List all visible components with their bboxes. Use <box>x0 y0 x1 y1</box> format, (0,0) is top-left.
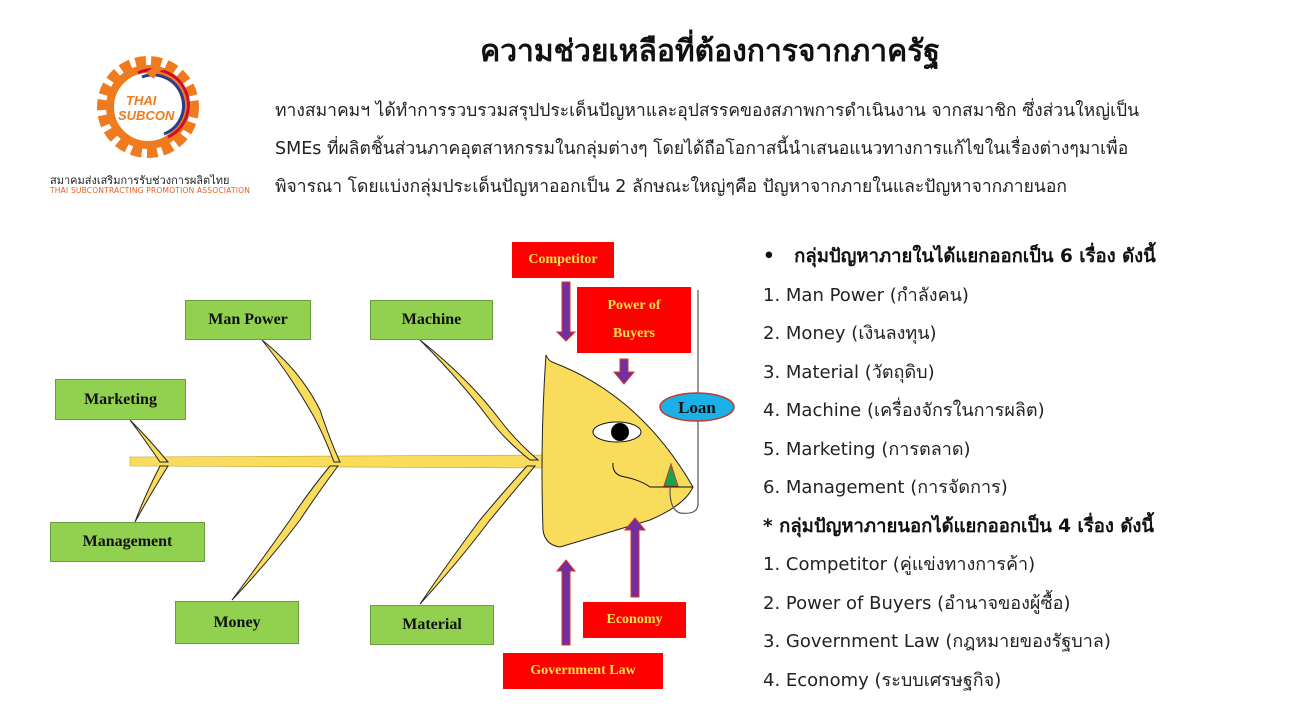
fish-mouth <box>612 462 693 488</box>
bone-label-man-power: Man Power <box>185 300 311 340</box>
bone-man-power <box>261 339 341 463</box>
list-item: 1. Competitor (คู่แข่งทางการค้า) <box>763 554 1036 575</box>
bone-material <box>419 465 537 605</box>
arrow-up-icon <box>623 517 647 598</box>
bone-money <box>231 465 339 601</box>
list-item: 2. Money (เงินลงทุน) <box>763 323 937 344</box>
factor-power-of-buyers-line: Power of <box>607 298 661 313</box>
fish-head <box>541 354 694 548</box>
intro-line: พิจารณา โดยแบ่งกลุ่มประเด็นปัญหาออกเป็น … <box>275 177 1067 197</box>
list-item: 2. Power of Buyers (อำนาจของผู้ซื้อ) <box>763 592 1071 614</box>
logo-name-thai: สมาคมส่งเสริมการรับช่วงการผลิตไทย <box>50 174 230 187</box>
factor-power-of-buyers: Power of Buyers <box>577 287 691 353</box>
arrow-down-icon <box>555 281 577 342</box>
list-item: 4. Economy (ระบบเศรษฐกิจ) <box>763 669 1002 691</box>
svg-text:SUBCON: SUBCON <box>118 108 175 123</box>
loan-badge: Loan <box>659 392 735 422</box>
external-heading: * กลุ่มปัญหาภายนอกได้แยกออกเป็น 4 เรื่อง… <box>763 515 1155 537</box>
bone-label-management: Management <box>50 522 205 562</box>
gear-logo-icon: THAI SUBCON <box>97 56 199 158</box>
problem-list: • กลุ่มปัญหาภายในได้แยกออกเป็น 6 เรื่อง … <box>763 238 1283 700</box>
bullet-icon: • <box>763 246 795 267</box>
loan-label: Loan <box>678 398 716 417</box>
intro-line: SMEs ที่ผลิตชิ้นส่วนภาคอุตสาหกรรมในกลุ่ม… <box>275 139 1129 159</box>
factor-power-of-buyers-line: Buyers <box>613 326 655 341</box>
list-item: 4. Machine (เครื่องจักรในการผลิต) <box>763 400 1045 421</box>
factor-competitor: Competitor <box>512 242 614 278</box>
thai-subcon-logo: THAI SUBCON <box>40 55 260 200</box>
factor-government-law: Government Law <box>503 653 663 689</box>
bone-machine <box>419 339 540 461</box>
intro-paragraph: ทางสมาคมฯ ได้ทำการรวบรวมสรุปประเด็นปัญหา… <box>275 92 1265 206</box>
list-item: 1. Man Power (กำลังคน) <box>763 284 969 306</box>
page-title: ความช่วยเหลือที่ต้องการจากภาครัฐ <box>480 34 940 69</box>
fishbone-diagram: Loan <box>129 281 735 646</box>
logo-name-english: THAI SUBCONTRACTING PROMOTION ASSOCIATIO… <box>50 186 251 195</box>
internal-heading-text: กลุ่มปัญหาภายในได้แยกออกเป็น 6 เรื่อง ดั… <box>794 246 1156 267</box>
bone-marketing <box>129 419 170 463</box>
bone-label-material: Material <box>370 605 494 645</box>
bone-label-money: Money <box>175 601 299 644</box>
intro-line: ทางสมาคมฯ ได้ทำการรวบรวมสรุปประเด็นปัญหา… <box>275 101 1140 121</box>
fish-pupil <box>611 423 629 441</box>
bone-label-machine: Machine <box>370 300 493 340</box>
hook-icon <box>663 462 679 487</box>
fishing-line <box>669 290 699 514</box>
bone-label-marketing: Marketing <box>55 379 186 420</box>
factor-economy: Economy <box>583 602 686 638</box>
list-item: 6. Management (การจัดการ) <box>763 477 1008 498</box>
bone-management <box>134 465 169 523</box>
list-item: 3. Government Law (กฎหมายของรัฐบาล) <box>763 631 1111 652</box>
svg-text:THAI: THAI <box>126 93 157 108</box>
internal-heading: • กลุ่มปัญหาภายในได้แยกออกเป็น 6 เรื่อง … <box>763 238 1283 277</box>
arrow-up-icon <box>555 559 577 646</box>
list-item: 3. Material (วัตถุดิบ) <box>763 361 935 383</box>
list-item: 5. Marketing (การตลาด) <box>763 438 971 460</box>
arrow-down-icon <box>612 358 636 385</box>
